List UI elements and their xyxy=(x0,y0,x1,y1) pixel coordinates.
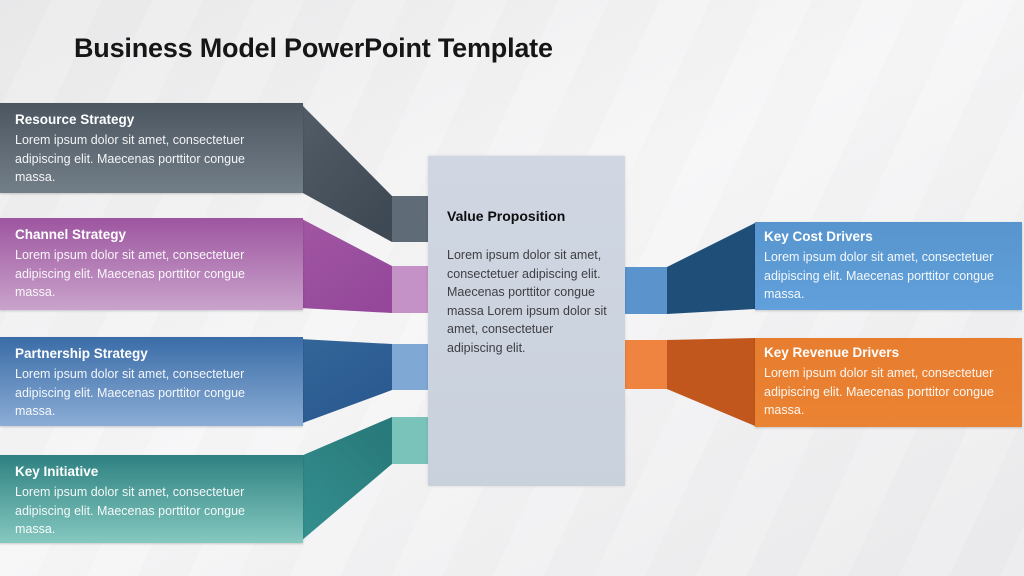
banner-body: Lorem ipsum dolor sit amet, consectetuer… xyxy=(15,248,245,299)
banner-key-revenue-drivers: Key Revenue Drivers Lorem ipsum dolor si… xyxy=(755,338,1022,427)
banner-body: Lorem ipsum dolor sit amet, consectetuer… xyxy=(764,366,994,417)
banner-title: Key Initiative xyxy=(15,464,99,479)
slide-title: Business Model PowerPoint Template xyxy=(74,33,553,63)
key-initiative-connector-stub xyxy=(392,417,428,464)
channel-connector xyxy=(300,218,428,313)
revenue-connector-stub xyxy=(625,340,667,389)
banner-title: Key Revenue Drivers xyxy=(764,345,900,360)
resource-connector-stub xyxy=(392,196,428,242)
banner-title: Channel Strategy xyxy=(15,227,127,242)
channel-connector-stub xyxy=(392,266,428,313)
banner-title: Partnership Strategy xyxy=(15,346,148,361)
cost-connector-stub xyxy=(625,267,667,314)
resource-connector-arm xyxy=(301,104,392,242)
value-proposition-title: Value Proposition xyxy=(447,208,566,224)
revenue-connector-arm xyxy=(667,338,755,426)
resource-connector xyxy=(301,104,428,242)
banner-partnership-strategy: Partnership Strategy Lorem ipsum dolor s… xyxy=(0,337,303,426)
value-proposition-box: Value Proposition Lorem ipsum dolor sit … xyxy=(428,156,625,486)
banner-body: Lorem ipsum dolor sit amet, consectetuer… xyxy=(15,485,245,536)
banner-title: Resource Strategy xyxy=(15,112,135,127)
revenue-connector xyxy=(625,338,755,426)
value-proposition-body: Lorem ipsum dolor sit amet, consectetuer… xyxy=(447,248,607,355)
key-initiative-connector xyxy=(301,417,428,541)
channel-connector-arm xyxy=(300,218,392,313)
banner-resource-strategy: Resource Strategy Lorem ipsum dolor sit … xyxy=(0,103,303,193)
banner-body: Lorem ipsum dolor sit amet, consectetuer… xyxy=(15,133,245,184)
banner-body: Lorem ipsum dolor sit amet, consectetuer… xyxy=(764,250,994,301)
banner-channel-strategy: Channel Strategy Lorem ipsum dolor sit a… xyxy=(0,218,303,310)
cost-connector xyxy=(625,223,755,314)
cost-connector-arm xyxy=(667,223,755,314)
partnership-connector-arm xyxy=(300,339,392,424)
banner-title: Key Cost Drivers xyxy=(764,229,873,244)
banner-body: Lorem ipsum dolor sit amet, consectetuer… xyxy=(15,367,245,418)
key-initiative-connector-arm xyxy=(301,417,392,541)
banner-key-cost-drivers: Key Cost Drivers Lorem ipsum dolor sit a… xyxy=(755,222,1022,310)
banner-key-initiative: Key Initiative Lorem ipsum dolor sit ame… xyxy=(0,455,303,543)
partnership-connector-stub xyxy=(392,344,428,390)
partnership-connector xyxy=(300,339,428,424)
